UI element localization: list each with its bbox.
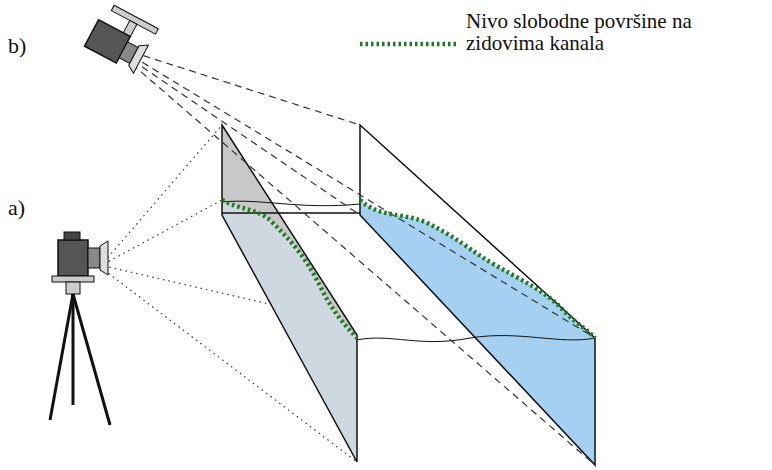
right-wall <box>360 125 595 465</box>
water-body <box>360 200 595 465</box>
camera-a-sightlines <box>104 125 357 462</box>
camera-b-sightlines <box>132 52 595 465</box>
panel-label: b) <box>8 34 26 58</box>
legend-sample <box>360 42 458 47</box>
right-wall-outline <box>360 125 595 465</box>
camera-b <box>84 2 158 74</box>
left-wall-lower <box>222 125 357 462</box>
surface-profile <box>357 336 595 342</box>
panel-label: a) <box>8 196 25 220</box>
legend-text: Nivo slobodne površine na zidovima kanal… <box>466 10 766 54</box>
channel-edge <box>222 212 360 214</box>
camera-a <box>50 232 110 425</box>
free-surface-level <box>222 200 595 338</box>
left-wall-outline <box>222 125 357 462</box>
